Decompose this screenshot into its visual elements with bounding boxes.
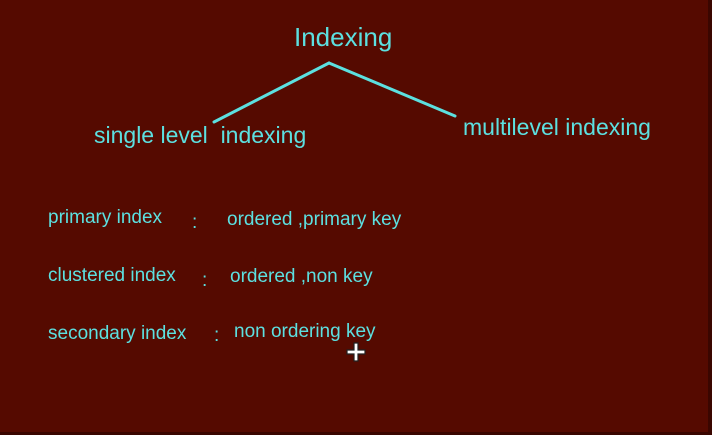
move-cursor-icon bbox=[346, 342, 366, 362]
root-node-label: Indexing bbox=[294, 22, 393, 52]
row-separator-clustered-index: : bbox=[202, 270, 208, 291]
branch-label-multilevel: multilevel indexing bbox=[463, 114, 651, 140]
row-label-secondary-index: secondary index bbox=[48, 323, 187, 344]
connector-left bbox=[212, 61, 331, 124]
row-value-clustered-index: ordered ,non key bbox=[230, 266, 373, 287]
row-value-primary-index: ordered ,primary key bbox=[227, 209, 402, 230]
row-label-primary-index: primary index bbox=[48, 207, 163, 228]
connector-right bbox=[327, 61, 457, 118]
row-label-clustered-index: clustered index bbox=[48, 265, 176, 286]
row-separator-primary-index: : bbox=[192, 212, 198, 233]
row-value-secondary-index: non ordering key bbox=[234, 321, 376, 342]
row-separator-secondary-index: : bbox=[214, 325, 220, 346]
branch-label-single-level: single level indexing bbox=[94, 122, 307, 148]
